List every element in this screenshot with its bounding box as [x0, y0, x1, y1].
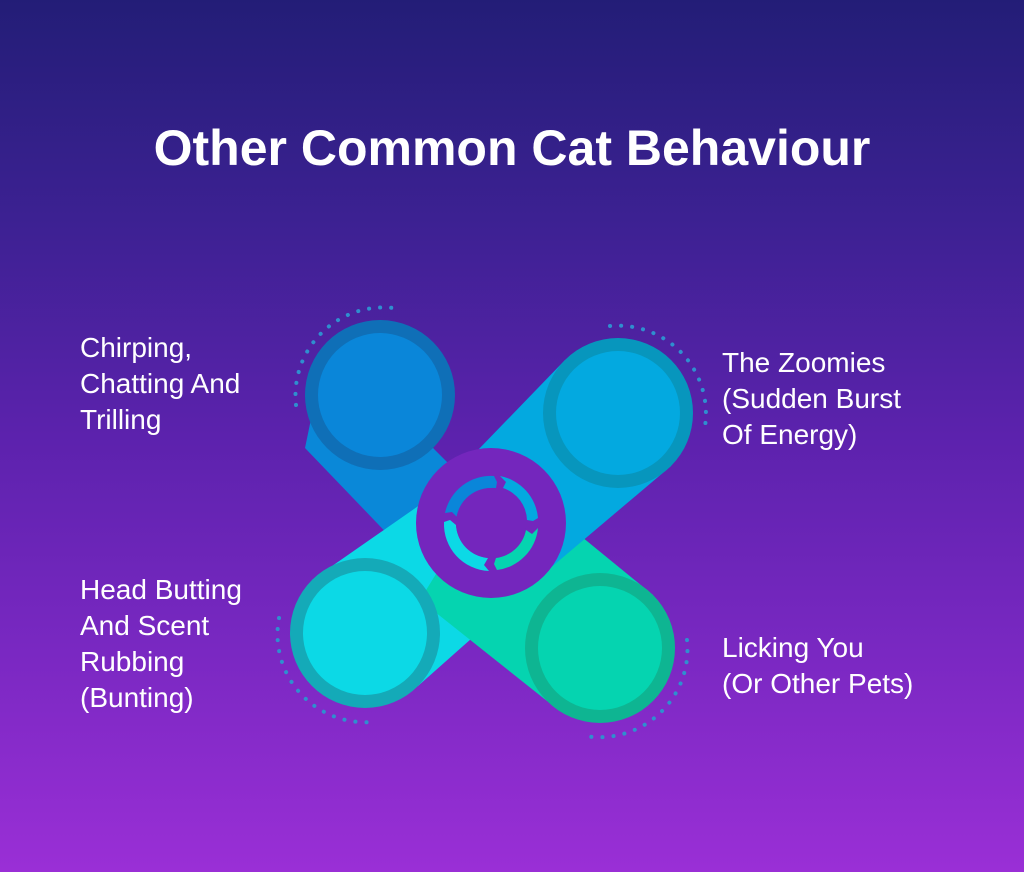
label-line: And Scent — [80, 610, 210, 641]
cycle-arrows-icon — [416, 448, 566, 598]
dotted-arc-top-left — [293, 305, 402, 407]
label-line: The Zoomies — [722, 347, 886, 378]
label-line: Head Butting — [80, 574, 242, 605]
dotted-arc-top-right — [608, 323, 708, 434]
behaviour-label-bottom-left: Head Butting And Scent Rubbing (Bunting) — [80, 572, 242, 716]
behaviour-label-top-right: The Zoomies (Sudden Burst Of Energy) — [722, 345, 901, 453]
label-line: Trilling — [80, 404, 162, 435]
dotted-arc-bottom-left — [275, 616, 374, 725]
page-title: Other Common Cat Behaviour — [153, 120, 871, 176]
dotted-arc-bottom-right — [583, 638, 690, 740]
label-line: Chatting And — [80, 368, 241, 399]
label-line: Licking You — [722, 632, 864, 663]
circle-top-left — [305, 320, 455, 470]
circle-bottom-right — [525, 573, 675, 723]
label-line: Chirping, — [80, 332, 193, 363]
behaviour-label-bottom-right: Licking You (Or Other Pets) — [722, 630, 913, 702]
label-line: (Sudden Burst — [722, 383, 901, 414]
label-line: Rubbing — [80, 646, 185, 677]
label-line: (Or Other Pets) — [722, 668, 914, 699]
label-line: Of Energy) — [722, 419, 858, 450]
circle-bottom-left — [290, 558, 440, 708]
circle-top-right — [543, 338, 693, 488]
label-line: (Bunting) — [80, 682, 194, 713]
behaviour-label-top-left: Chirping, Chatting And Trilling — [80, 330, 240, 438]
